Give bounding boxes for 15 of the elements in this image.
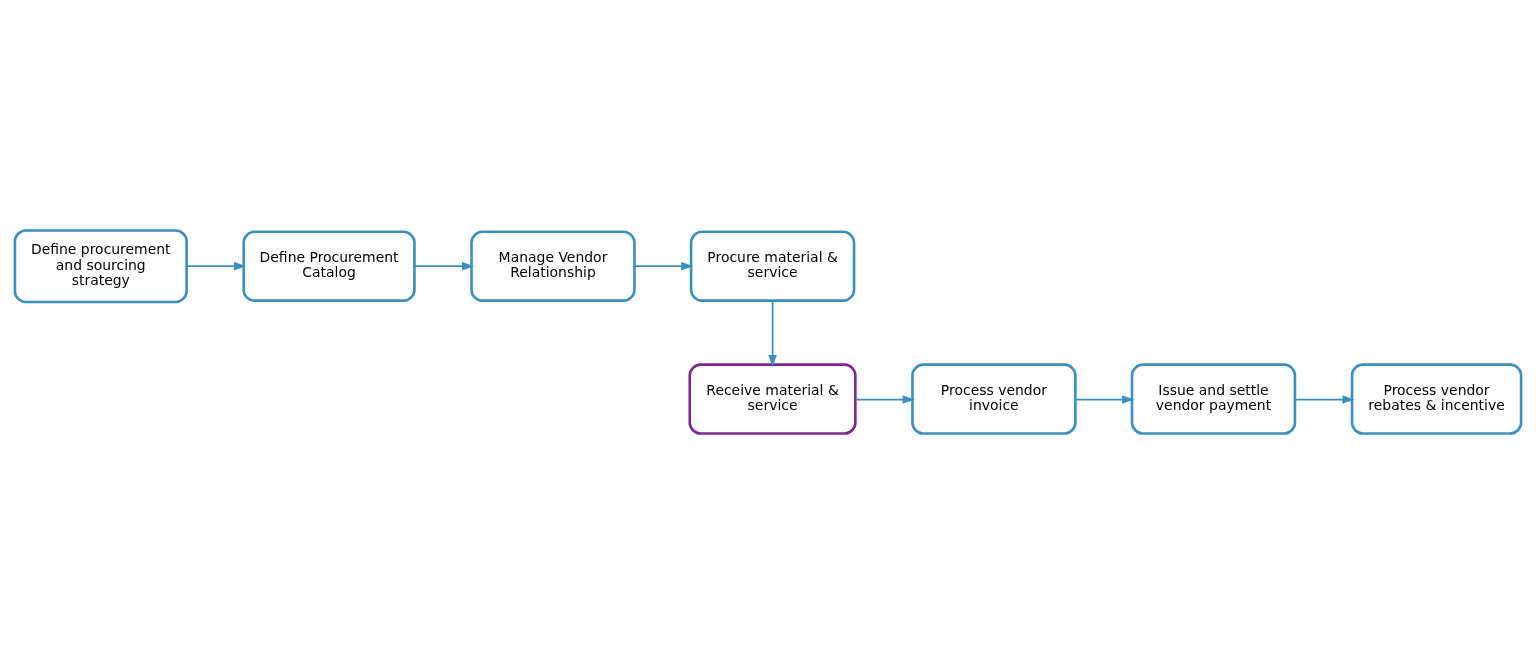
node-box: Define Procurement Catalog — [242, 230, 416, 302]
arrow — [633, 261, 694, 270]
node-box: Procure material & service — [689, 230, 856, 302]
node-box: Issue and settle vendor payment — [1130, 362, 1297, 435]
arrow — [854, 394, 915, 404]
arrow — [185, 261, 247, 270]
node-box: Process vendor rebates & incentive — [1350, 362, 1523, 435]
node-box: Process vendor invoice — [911, 362, 1077, 435]
node-box: Receive material & service — [688, 362, 857, 435]
arrow — [1074, 394, 1135, 404]
arrow — [768, 299, 777, 367]
arrow — [1294, 394, 1355, 404]
node-box: Manage Vendor Relationship — [470, 230, 636, 302]
arrow — [413, 261, 475, 270]
node-box: Define procurement and sourcing strategy — [13, 228, 188, 303]
